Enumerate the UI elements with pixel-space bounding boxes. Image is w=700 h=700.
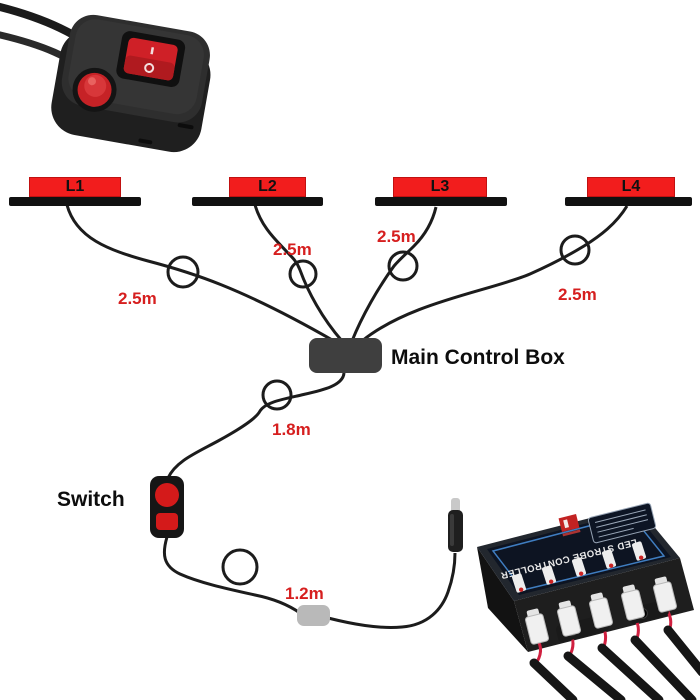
wire-length-l1: 2.5m (118, 289, 157, 308)
controller-output-wires (529, 605, 700, 700)
light-bar-1-mount (9, 197, 141, 206)
wire-switch-to-plug (162, 536, 457, 629)
controller-spec-block (587, 502, 657, 544)
light-bar-1-label: L1 (65, 178, 85, 195)
light-bar-3-mount (375, 197, 507, 206)
wire-l3-loop (387, 250, 419, 282)
wire-length-l4: 2.5m (558, 285, 597, 304)
wire-l3 (350, 206, 438, 342)
light-bar-2-mount (192, 197, 323, 206)
wire-length-1-8m: 1.8m (272, 420, 311, 439)
wire-1-8m-loop (261, 379, 293, 411)
light-bar-1: L1 (29, 177, 121, 197)
light-bar-3-label: L3 (430, 178, 450, 195)
wire-l2 (253, 204, 344, 342)
wire-l1 (65, 204, 335, 343)
light-bar-3: L3 (393, 177, 487, 197)
wire-length-1-2m: 1.2m (285, 584, 324, 603)
power-plug (448, 498, 463, 552)
switch-label: Switch (57, 488, 125, 511)
push-button (72, 67, 117, 112)
main-control-box-label: Main Control Box (391, 346, 565, 369)
inline-wire-connector (297, 605, 330, 626)
controller-logo (558, 514, 581, 537)
inline-switch-round-button (155, 483, 179, 507)
wire-l1-loop (166, 255, 200, 289)
wire-l2-loop (288, 259, 318, 289)
light-bar-2: L2 (229, 177, 306, 197)
light-bar-2-label: L2 (258, 178, 277, 195)
light-bar-4: L4 (587, 177, 675, 197)
wire-length-l3: 2.5m (377, 227, 416, 246)
inline-switch (150, 476, 184, 538)
wire-1-2m-loop (221, 548, 259, 586)
controller-fuse-holders (511, 541, 647, 593)
wire-l4-loop (559, 234, 591, 266)
inline-switch-square-button (156, 513, 178, 530)
light-bar-4-label: L4 (621, 178, 641, 195)
wire-l4 (361, 205, 629, 343)
led-strobe-controller-photo: LED STROBE CONTROLLER (477, 502, 700, 700)
main-control-box (309, 338, 382, 373)
controller-connectors (525, 576, 677, 645)
wire-length-l2: 2.5m (273, 240, 312, 259)
light-bar-4-mount (565, 197, 692, 206)
wire-control-to-switch (166, 372, 346, 479)
handlebar-switch-photo (0, 2, 211, 153)
rocker-switch (116, 31, 186, 88)
